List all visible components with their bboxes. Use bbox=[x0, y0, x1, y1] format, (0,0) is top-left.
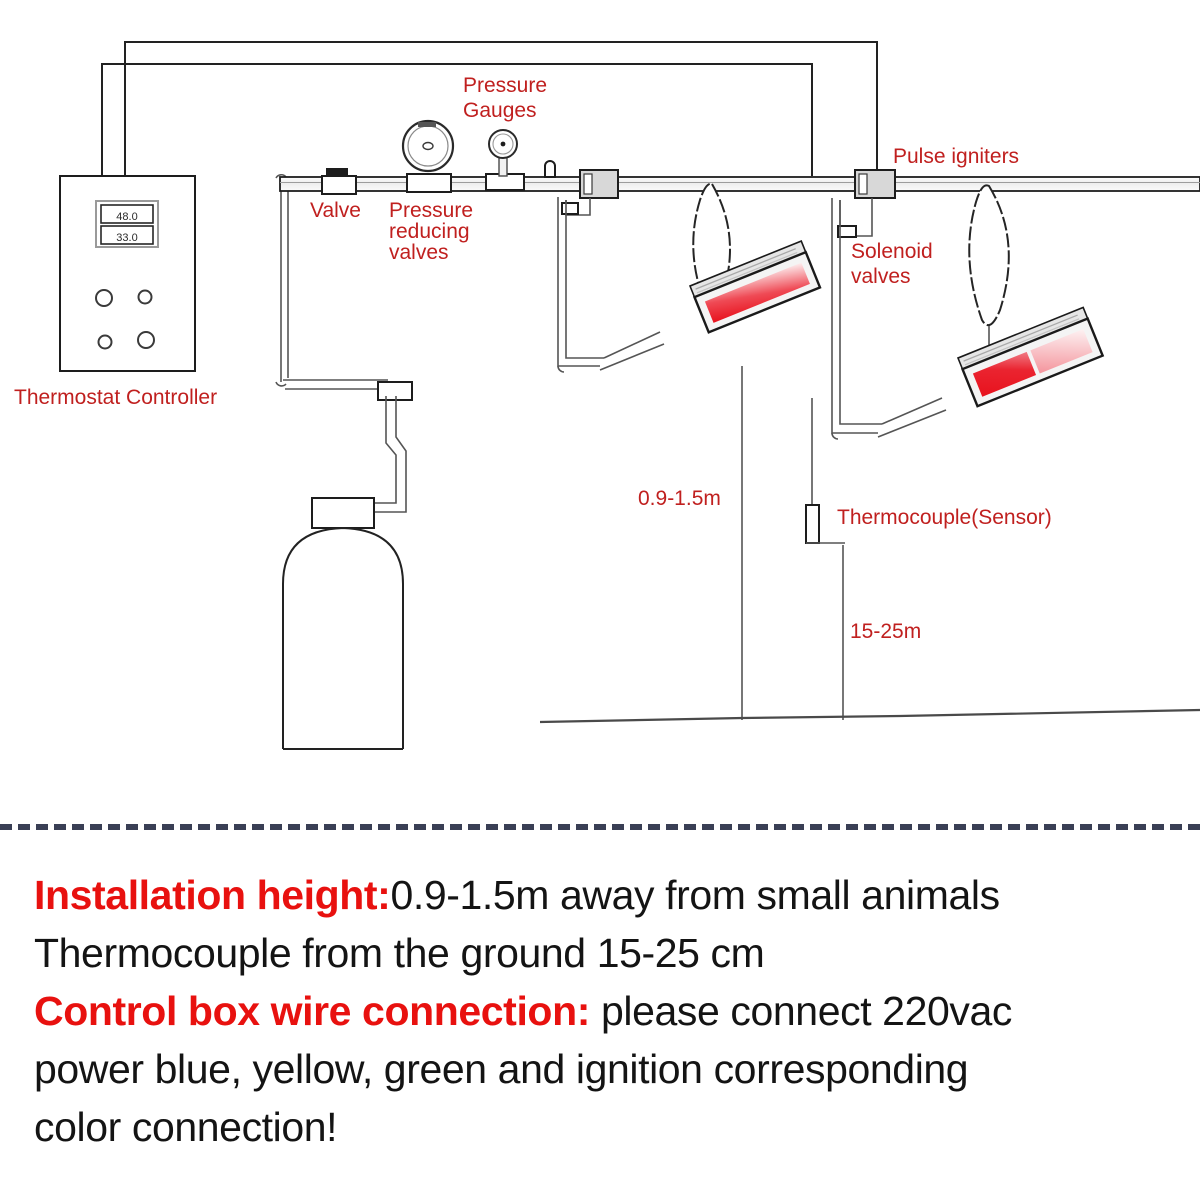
controller-display-line2: 33.0 bbox=[116, 232, 137, 244]
controller-button-1[interactable] bbox=[95, 289, 113, 307]
pressure-reducing-valves-label-3: valves bbox=[389, 241, 449, 264]
solenoid-valves-label-2: valves bbox=[851, 265, 911, 288]
solenoid-valves-label-1: Solenoid bbox=[851, 240, 933, 263]
installation-height-heading: Installation height: bbox=[34, 872, 391, 918]
heater-glow-panel-right-b bbox=[1030, 328, 1093, 374]
caption-line-4: power blue, yellow, green and ignition c… bbox=[34, 1046, 969, 1092]
caption-line-2: Thermocouple from the ground 15-25 cm bbox=[34, 930, 765, 976]
flame-outline-right bbox=[968, 184, 1010, 327]
pressure-gauges-label-1: Pressure bbox=[463, 74, 547, 97]
pipe-nozzle bbox=[544, 160, 556, 178]
pressure-reducing-valve[interactable] bbox=[401, 119, 455, 193]
ground-line bbox=[539, 708, 1200, 724]
controller-button-3[interactable] bbox=[97, 334, 113, 350]
thermostat-controller[interactable]: 48.0 33.0 bbox=[59, 175, 196, 372]
heater-unit-center[interactable] bbox=[688, 240, 822, 334]
solenoid-valve-right[interactable] bbox=[837, 198, 873, 238]
heater-unit-right[interactable] bbox=[956, 306, 1105, 408]
valve-fitting[interactable] bbox=[321, 168, 357, 195]
section-divider bbox=[0, 824, 1200, 830]
controller-button-4[interactable] bbox=[137, 331, 155, 349]
valve-label: Valve bbox=[310, 199, 361, 222]
thermostat-controller-label: Thermostat Controller bbox=[14, 386, 217, 409]
thermocouple-sensor-label: Thermocouple(Sensor) bbox=[837, 506, 1052, 529]
control-box-heading: Control box wire connection: bbox=[34, 988, 590, 1034]
pulse-igniter-right[interactable] bbox=[854, 169, 896, 199]
pressure-reducing-valves-label-1: Pressure bbox=[389, 199, 473, 222]
heater-glow-panel-center bbox=[704, 262, 810, 323]
controller-button-2[interactable] bbox=[137, 289, 153, 305]
ignition-wiring bbox=[101, 41, 878, 184]
right-burner-branch bbox=[831, 169, 947, 440]
height-dimension-label: 0.9-1.5m bbox=[638, 487, 721, 510]
installation-height-text: 0.9-1.5m away from small animals bbox=[390, 872, 1000, 918]
gas-cylinder-assembly bbox=[275, 173, 413, 750]
heater-glow-panel-right-a bbox=[972, 351, 1037, 397]
gas-cylinder bbox=[282, 526, 404, 749]
caption-line-1: Installation height:0.9-1.5m away from s… bbox=[34, 866, 1166, 924]
caption-line-5: color connection! bbox=[34, 1104, 338, 1150]
ground-dimension-label: 15-25m bbox=[850, 620, 921, 643]
schematic-diagram: 48.0 33.0 Thermostat Controller bbox=[14, 41, 1200, 750]
pressure-gauge[interactable] bbox=[485, 129, 525, 191]
cylinder-valve-neck bbox=[311, 497, 375, 529]
thermocouple-sensor[interactable] bbox=[805, 398, 845, 544]
pulse-igniter-center[interactable] bbox=[579, 169, 619, 199]
caption-block: Installation height:0.9-1.5m away from s… bbox=[0, 866, 1200, 1156]
pulse-igniters-label: Pulse igniters bbox=[893, 145, 1019, 168]
control-box-text: please connect 220vac bbox=[589, 988, 1012, 1034]
pressure-reducing-valves-label-2: reducing bbox=[389, 220, 470, 243]
caption-line-3: Control box wire connection: please conn… bbox=[34, 982, 1166, 1040]
controller-display-line1: 48.0 bbox=[116, 211, 137, 223]
pressure-gauges-label-2: Gauges bbox=[463, 99, 537, 122]
center-burner-branch bbox=[557, 169, 665, 373]
